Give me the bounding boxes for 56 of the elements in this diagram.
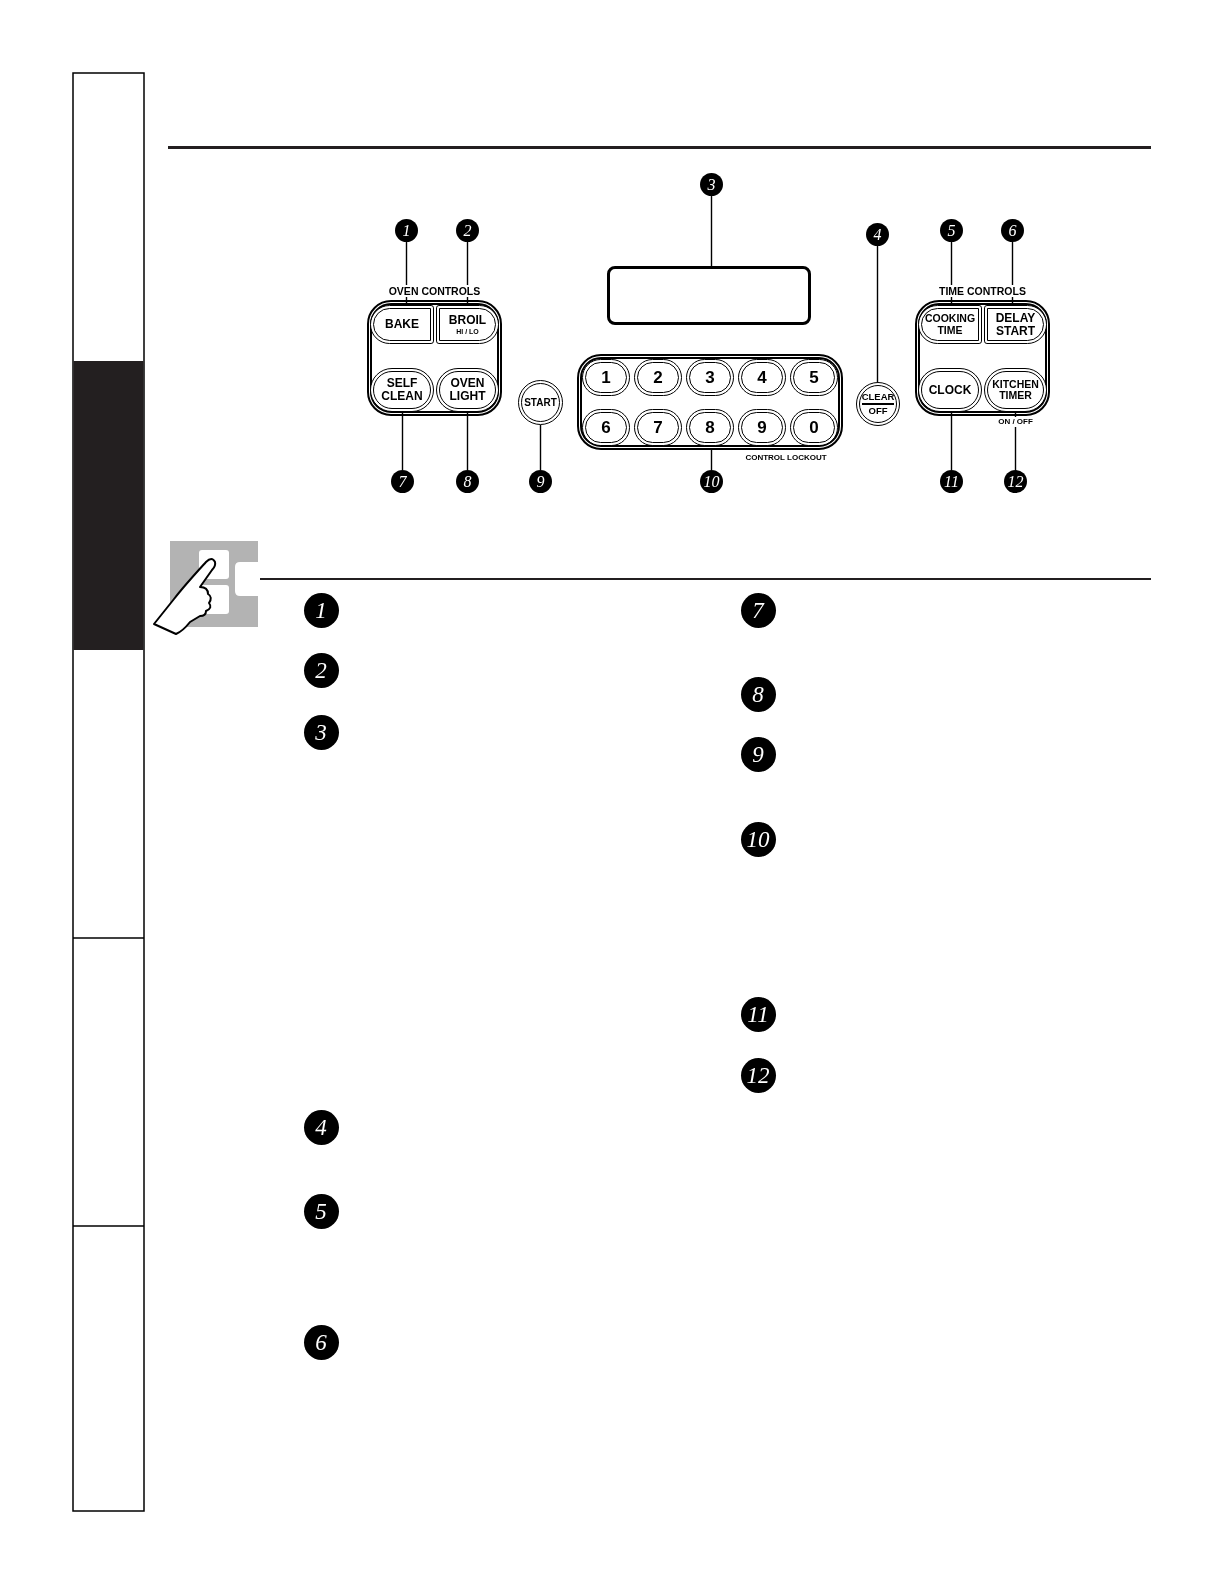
callout-number: 9 (740, 736, 776, 772)
callout-number: 8 (456, 470, 479, 493)
callout-number: 3 (700, 173, 723, 196)
leader-line (401, 411, 404, 471)
callout-number: 3 (303, 714, 339, 750)
leader-line (466, 411, 469, 471)
callout-number: 5 (940, 219, 963, 242)
callout-number: 7 (740, 592, 776, 628)
callout-number: 4 (303, 1109, 339, 1145)
panel-heading: OVEN CONTROLS (386, 285, 483, 297)
callout-number: 5 (303, 1193, 339, 1229)
number-key: 2 (634, 359, 682, 396)
callout-number: 1 (395, 219, 418, 242)
callout-number: 1 (303, 592, 339, 628)
callout-number: 7 (391, 470, 414, 493)
caption-text: CONTROL LOCKOUT (742, 453, 830, 463)
callout-number: 6 (303, 1324, 339, 1360)
number-key: 1 (582, 359, 630, 396)
control-button: OVEN LIGHT (436, 368, 499, 412)
callout-number: 8 (740, 676, 776, 712)
callout-number: 10 (740, 821, 776, 857)
callout-number: 11 (740, 996, 776, 1032)
callout-number: 10 (700, 470, 723, 493)
control-button: SELF CLEAN (370, 368, 434, 412)
callout-number: 9 (529, 470, 552, 493)
leader-line (876, 245, 879, 383)
number-key: 8 (686, 409, 734, 446)
number-key: 7 (634, 409, 682, 446)
round-button: START (518, 380, 563, 425)
callout-number: 2 (303, 652, 339, 688)
control-button: CLOCK (918, 368, 982, 412)
control-button: KITCHEN TIMER (984, 368, 1047, 412)
leader-line (950, 411, 953, 471)
panel-heading: TIME CONTROLS (937, 285, 1028, 297)
number-key: 5 (790, 359, 838, 396)
control-button: DELAY START (984, 305, 1047, 344)
number-key: 9 (738, 409, 786, 446)
number-key: 6 (582, 409, 630, 446)
number-key: 3 (686, 359, 734, 396)
control-panel (577, 354, 843, 450)
display-window (607, 266, 811, 325)
callout-number: 4 (866, 223, 889, 246)
leader-line (710, 195, 713, 267)
number-key: 4 (738, 359, 786, 396)
callout-number: 12 (1004, 470, 1027, 493)
callout-number: 6 (1001, 219, 1024, 242)
number-key: 0 (790, 409, 838, 446)
leader-line (539, 424, 542, 471)
leader-line (710, 449, 713, 471)
callout-number: 12 (740, 1057, 776, 1093)
callout-number: 2 (456, 219, 479, 242)
callout-number: 11 (940, 470, 963, 493)
control-button: COOKING TIME (918, 305, 982, 344)
round-button: CLEAR OFF (856, 382, 900, 426)
control-button: BAKE (370, 305, 434, 344)
leader-line (1014, 411, 1017, 471)
